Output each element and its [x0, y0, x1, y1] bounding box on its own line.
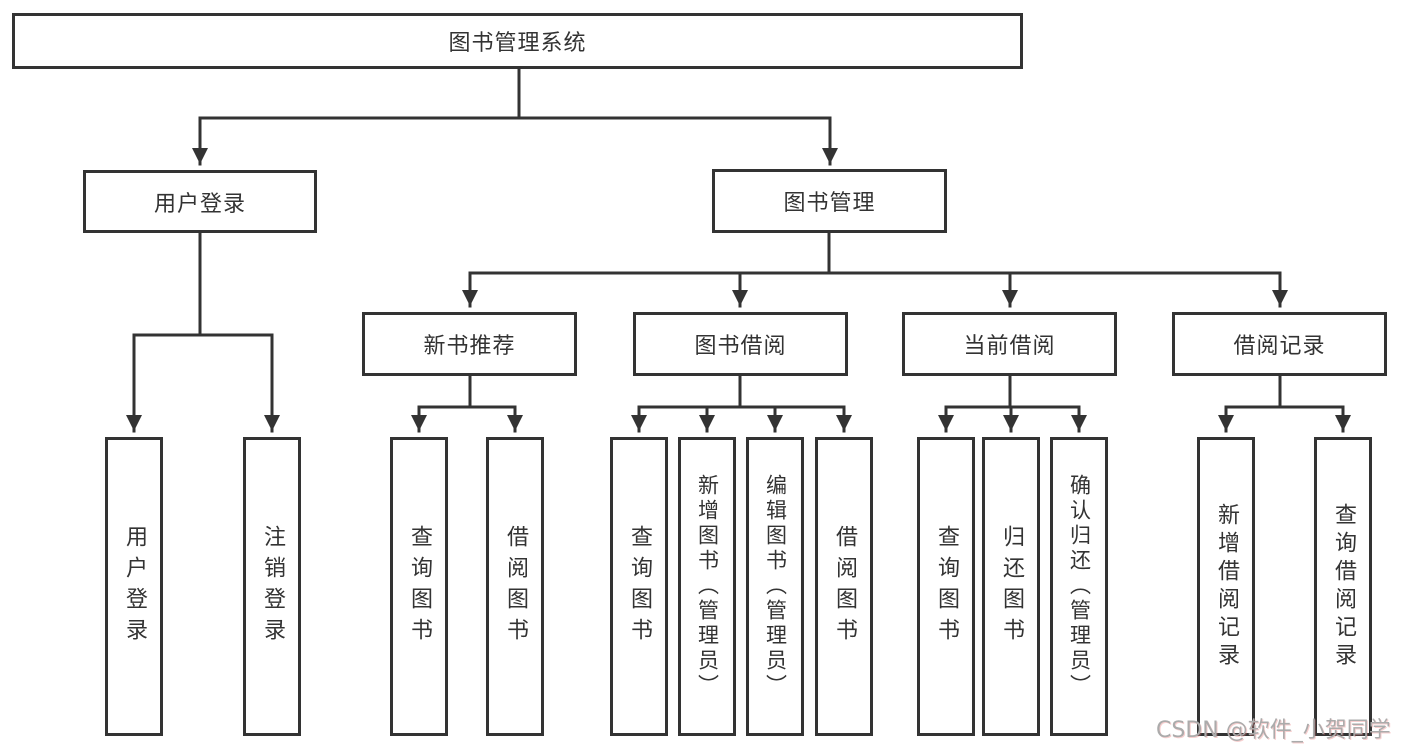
node-book-management: 图书管理 — [712, 169, 947, 233]
leaf-query-books: 查询图书 — [917, 437, 975, 736]
node-borrowing-records: 借阅记录 — [1172, 312, 1387, 376]
leaf-user-login: 用户登录 — [105, 437, 163, 736]
leaf-logout: 注销登录 — [243, 437, 301, 736]
leaf-query-books: 查询图书 — [390, 437, 448, 736]
leaf-add-book-admin: 新增图书（管理员） — [678, 437, 736, 736]
node-book-borrowing: 图书借阅 — [633, 312, 848, 376]
leaf-edit-book-admin: 编辑图书（管理员） — [746, 437, 804, 736]
leaf-add-borrow-record: 新增借阅记录 — [1197, 437, 1255, 736]
leaf-query-books: 查询图书 — [610, 437, 668, 736]
leaf-borrow-books: 借阅图书 — [815, 437, 873, 736]
leaf-query-borrow-record: 查询借阅记录 — [1314, 437, 1372, 736]
node-current-borrowing: 当前借阅 — [902, 312, 1117, 376]
node-library-management-system: 图书管理系统 — [12, 13, 1023, 69]
csdn-watermark: CSDN @软件_小贺同学 — [1156, 718, 1391, 743]
leaf-return-books: 归还图书 — [982, 437, 1040, 736]
leaf-confirm-return-admin: 确认归还（管理员） — [1050, 437, 1108, 736]
node-new-book-recommendation: 新书推荐 — [362, 312, 577, 376]
leaf-borrow-books: 借阅图书 — [486, 437, 544, 736]
node-user-login: 用户登录 — [83, 170, 317, 233]
